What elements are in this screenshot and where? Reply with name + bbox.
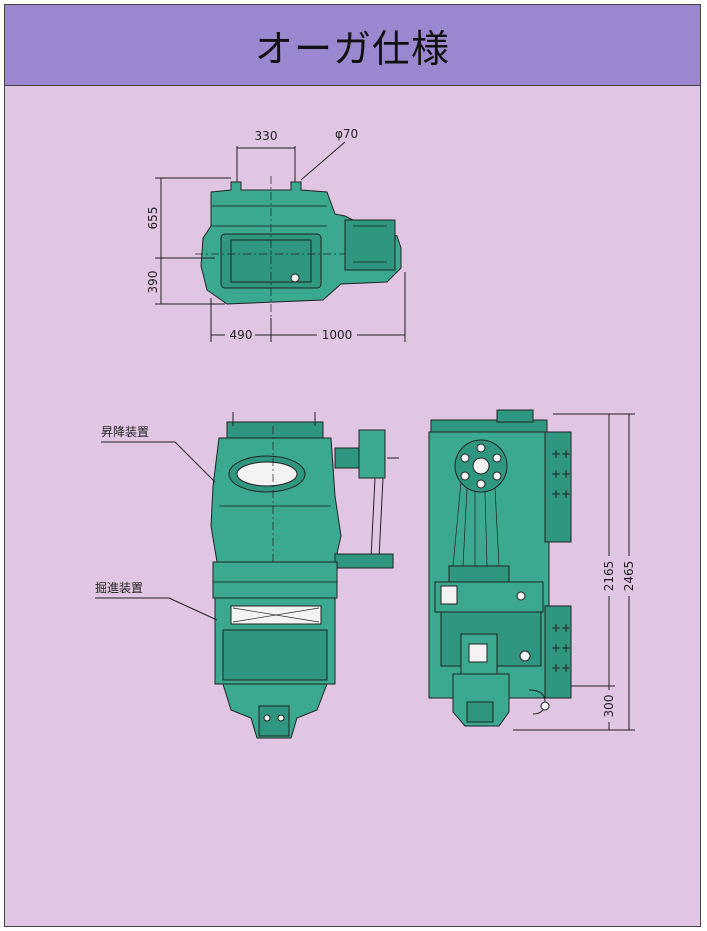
top-view: 330 φ70 655 390 490 1000 xyxy=(146,127,406,342)
svg-text:+: + xyxy=(551,467,561,481)
label-excavating-device: 掘進装置 xyxy=(95,580,143,595)
header-bar: オーガ仕様 xyxy=(5,5,700,86)
label-lifting-device: 昇降装置 xyxy=(101,425,149,439)
svg-text:+: + xyxy=(561,467,571,481)
dim-490: 490 xyxy=(230,328,253,342)
svg-text:+: + xyxy=(551,447,561,461)
svg-text:+: + xyxy=(561,487,571,501)
top-view-gearbox xyxy=(344,219,396,271)
front-view: 昇降装置 掘進装置 xyxy=(95,412,399,739)
spec-sheet-frame: オーガ仕様 xyxy=(4,4,701,927)
dim-300: 300 xyxy=(602,695,616,718)
drawing-panel: 330 φ70 655 390 490 1000 xyxy=(5,86,700,926)
svg-text:+: + xyxy=(561,661,571,675)
dim-1000: 1000 xyxy=(322,328,353,342)
side-view: ++ ++ ++ ++ ++ ++ xyxy=(428,409,637,731)
svg-text:+: + xyxy=(551,641,561,655)
svg-text:+: + xyxy=(561,447,571,461)
svg-text:+: + xyxy=(551,661,561,675)
dim-2165: 2165 xyxy=(602,561,616,592)
page-title: オーガ仕様 xyxy=(254,26,450,71)
dim-390: 390 xyxy=(146,271,160,294)
dim-phi70: φ70 xyxy=(335,127,358,141)
dim-330: 330 xyxy=(255,129,278,143)
svg-text:+: + xyxy=(551,621,561,635)
svg-text:+: + xyxy=(561,641,571,655)
auger-drawing: 330 φ70 655 390 490 1000 xyxy=(95,127,637,739)
svg-text:+: + xyxy=(551,487,561,501)
svg-text:+: + xyxy=(561,621,571,635)
dim-655: 655 xyxy=(146,207,160,230)
dim-2465: 2465 xyxy=(622,561,636,592)
